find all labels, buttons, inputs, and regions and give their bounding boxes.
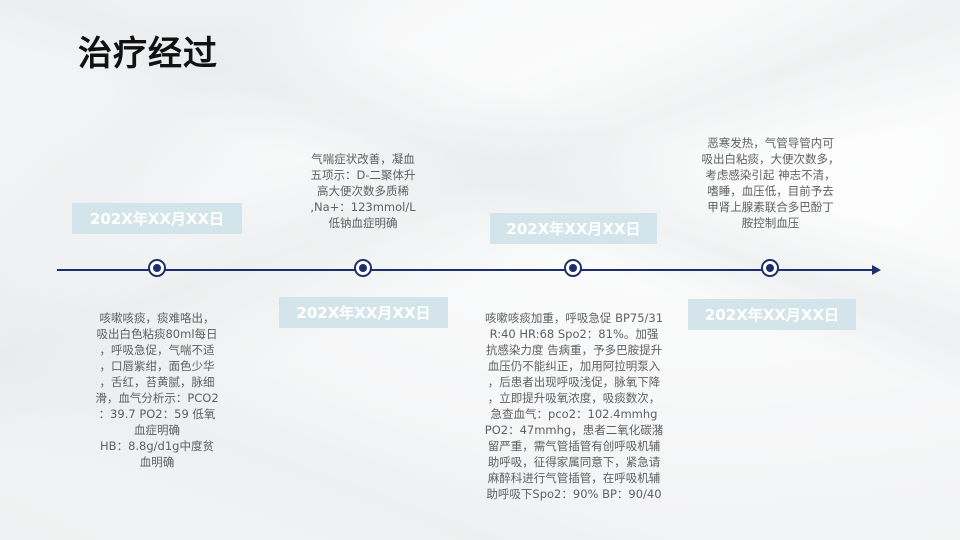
page-title: 治疗经过 <box>78 34 218 74</box>
timeline-node-1 <box>148 259 166 277</box>
event-1-date: 202X年XX月XX日 <box>72 203 242 234</box>
event-1-description: 咳嗽咳痰，痰难咯出， 吸出白色粘痰80ml每日 ，呼吸急促，气喘不适 ，口唇紫绀… <box>95 311 219 469</box>
event-3-date: 202X年XX月XX日 <box>490 213 657 244</box>
arrow-right-icon <box>872 265 881 275</box>
timeline-axis <box>57 269 875 271</box>
event-2-description: 气喘症状改善，凝血 五项示：D-二聚体升 高大便次数多质稀 ,Na+：123mm… <box>310 152 416 230</box>
timeline-node-4 <box>761 259 779 277</box>
event-2-date: 202X年XX月XX日 <box>279 297 448 328</box>
event-4-description: 恶寒发热，气管导管内可 吸出白粘痰，大便次数多， 考虑感染引起 神志不清， 嗜睡… <box>701 136 840 230</box>
timeline-node-3 <box>564 259 582 277</box>
event-3-description: 咳嗽咳痰加重，呼吸急促 BP75/31 R:40 HR:68 Spo2：81%。… <box>484 311 664 501</box>
event-4-date: 202X年XX月XX日 <box>688 299 856 330</box>
timeline-node-2 <box>354 259 372 277</box>
